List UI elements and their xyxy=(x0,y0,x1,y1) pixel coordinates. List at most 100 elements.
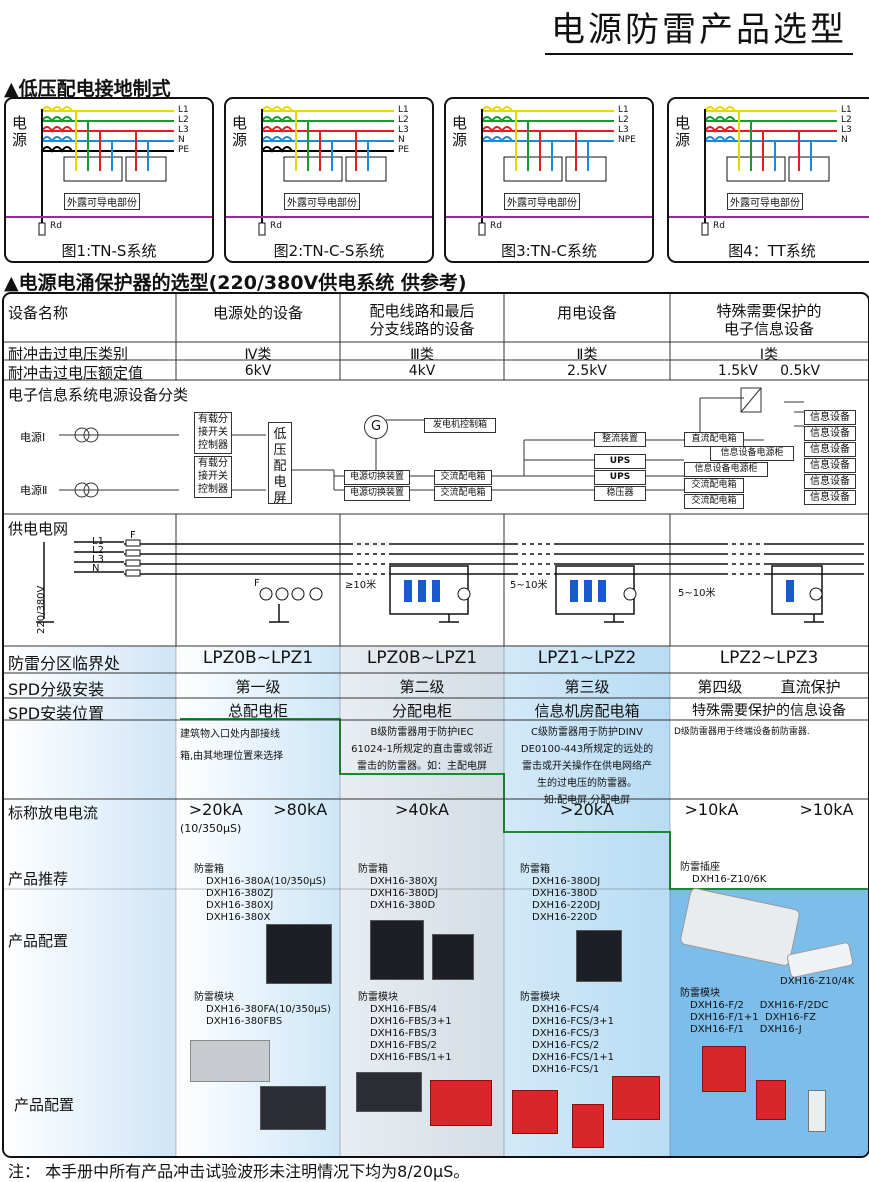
info-device-5: 信息设备 xyxy=(804,474,856,489)
col1-module-item: DXH16-380FA(10/350μS) xyxy=(206,1004,331,1015)
voltage-col-3: 2.5kV xyxy=(567,363,607,379)
row-label-category: 耐冲击过电压类别 xyxy=(8,345,129,363)
col2-box-list: 防雷箱 DXH16-380XJ DXH16-380DJ DXH16-380D xyxy=(358,864,438,912)
device-col-4: 特殊需要保护的 电子信息设备 xyxy=(716,302,822,338)
line-label-l2: L2 xyxy=(178,115,189,125)
ups-box-2: UPS xyxy=(594,470,646,485)
rectifier-box: 整流装置 xyxy=(594,432,646,447)
col1-module-title: 防雷模块 xyxy=(194,992,234,1003)
power-switch-device-2: 电源切换装置 xyxy=(344,486,410,501)
level-col-1: 第一级 xyxy=(235,678,281,696)
table-background xyxy=(4,294,868,1156)
power-source-label: 电源 xyxy=(452,114,468,149)
col3-box-item: DXH16-380DJ xyxy=(532,876,601,887)
product-image-module-red-3 xyxy=(572,1104,604,1148)
voltage-col-2: 4kV xyxy=(408,363,436,379)
line-label-l2: L2 xyxy=(841,115,852,125)
stabilizer-box: 稳压器 xyxy=(594,486,646,501)
desc-col-2: B级防雷器用于防护IEC 61024-1所规定的直击雷或邻近 雷击的防雷器。如：… xyxy=(351,727,493,772)
info-power-cabinet-2: 信息设备电源柜 xyxy=(684,462,768,477)
desc-col-4: D级防雷器用于终端设备前防雷器. xyxy=(674,727,810,737)
diagram-caption: 图4：TT系统 xyxy=(728,242,816,260)
grid-diagram xyxy=(36,539,864,623)
line-label-l3: L3 xyxy=(398,125,409,135)
col3-box-list: 防雷箱 DXH16-380DJ DXH16-380D DXH16-220DJ D… xyxy=(520,864,600,924)
col2-module-title: 防雷模块 xyxy=(358,992,398,1003)
location-col-2: 分配电柜 xyxy=(391,702,452,720)
dc-distribution-box: 直流配电箱 xyxy=(684,432,744,447)
desc-col-1: 建筑物入口处内部接线 箱,由其地理位置来选择 xyxy=(180,729,284,762)
power-source-2-label: 电源Ⅱ xyxy=(20,484,48,497)
product-image-module-red-4 xyxy=(612,1076,660,1120)
footnote: 注： 本手册中所有产品冲击试验波形未注明情况下均为8/20μS。 xyxy=(8,1162,470,1181)
category-col-4: Ⅰ类 xyxy=(759,347,779,363)
desc-col-3: C级防雷器用于防护DINV DE0100-443所规定的远处的 雷击或开关操作在… xyxy=(520,727,654,806)
power-source-label: 电源 xyxy=(12,114,28,149)
col4-socket-item-2: DXH16-Z10/4K xyxy=(780,976,855,987)
col3-module-item: DXH16-FCS/2 xyxy=(532,1040,600,1051)
line-label-n: N xyxy=(178,135,185,145)
line-label-l3: L3 xyxy=(178,125,189,135)
info-device-6: 信息设备 xyxy=(804,490,856,505)
col3-module-item: DXH16-FCS/4 xyxy=(532,1004,600,1015)
row-label-location: SPD安装位置 xyxy=(8,704,105,723)
col4-socket-list: 防雷插座 DXH16-Z10/6K xyxy=(680,862,766,886)
product-image-module-dark-2 xyxy=(356,1072,422,1112)
col1-box-list: 防雷箱 DXH16-380A(10/350μS) DXH16-380ZJ DXH… xyxy=(194,864,326,924)
line-label-l3: L3 xyxy=(618,125,629,135)
product-image-lightning-box-4 xyxy=(576,930,622,982)
line-label-npe: NPE xyxy=(618,135,636,145)
current-col-4: >10kA >10kA xyxy=(684,800,854,819)
ac-distribution-box-2: 交流配电箱 xyxy=(434,486,492,501)
level-col-3: 第三级 xyxy=(564,678,610,696)
diagram-caption: 图2:TN-C-S系统 xyxy=(273,242,385,260)
diagram-caption: 图1:TN-S系统 xyxy=(61,242,157,260)
row-label-device: 设备名称 xyxy=(8,304,69,322)
ups-box-1: UPS xyxy=(594,454,646,469)
product-image-module-dark xyxy=(260,1086,326,1130)
col2-box-item: DXH16-380XJ xyxy=(370,876,438,887)
info-power-cabinet-1: 信息设备电源柜 xyxy=(710,446,794,461)
product-image-lightning-box-2 xyxy=(370,920,424,980)
col2-box-title: 防雷箱 xyxy=(358,864,388,875)
row-label-recommend: 产品推荐 xyxy=(8,870,69,888)
device-col-3: 用电设备 xyxy=(556,304,617,322)
grid-voltage-label: 220/380V xyxy=(36,585,47,634)
row-label-level: SPD分级安装 xyxy=(8,680,105,699)
grid-line-l3: L3 xyxy=(92,554,104,565)
location-col-3: 信息机房配电箱 xyxy=(534,702,640,720)
grid-line-n: N xyxy=(92,563,100,574)
line-label-n: N xyxy=(398,135,405,145)
row-label-config-2: 产品配置 xyxy=(14,1096,75,1114)
line-label-pe: PE xyxy=(398,145,410,155)
col4-socket-title: 防雷插座 xyxy=(680,862,720,873)
grid-distance-3: 5~10米 xyxy=(678,588,716,599)
lv-distribution-panel: 低压配电屏 xyxy=(268,422,292,506)
page-title: 电源防雷产品选型 xyxy=(545,2,853,55)
info-device-3: 信息设备 xyxy=(804,442,856,457)
col3-module-item: DXH16-FCS/3 xyxy=(532,1028,600,1039)
info-device-2: 信息设备 xyxy=(804,426,856,441)
col2-module-item: DXH16-FBS/3 xyxy=(370,1028,437,1039)
voltage-col-1: 6kV xyxy=(244,363,272,379)
power-source-label: 电源 xyxy=(232,114,248,149)
col2-module-item: DXH16-FBS/1+1 xyxy=(370,1052,452,1063)
line-label-l2: L2 xyxy=(398,115,409,125)
voltage-col-4: 1.5kV 0.5kV xyxy=(717,363,821,379)
grid-spd-label-1: F xyxy=(254,578,260,589)
exposed-part-label: 外露可导电部份 xyxy=(727,193,803,210)
location-col-1: 总配电柜 xyxy=(227,702,288,720)
current-col-3: >20kA xyxy=(560,800,614,819)
product-image-module-slim xyxy=(808,1090,826,1132)
tap-changer-controller-1: 有载分接开关控制器 xyxy=(194,412,232,454)
col4-module-title: 防雷模块 xyxy=(680,988,720,999)
spd-selection-table: 设备名称 电源处的设备 配电线路和最后 分支线路的设备 用电设备 特殊需要保护的… xyxy=(2,292,869,1158)
product-image-module-red-6 xyxy=(756,1080,786,1120)
grid-distance-1: ≥10米 xyxy=(345,580,377,591)
product-image-lightning-box xyxy=(266,924,332,984)
grid-line-l1: L1 xyxy=(92,536,104,547)
